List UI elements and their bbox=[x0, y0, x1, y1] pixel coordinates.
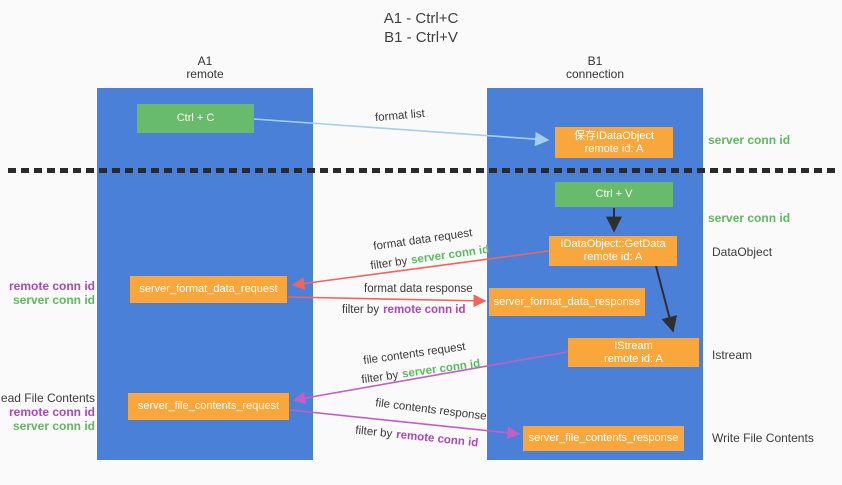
filter-by-text-1: filter by bbox=[369, 255, 409, 273]
node-ctrl-c: Ctrl + C bbox=[137, 104, 254, 133]
label-dataobject: DataObject bbox=[712, 245, 773, 259]
phase-separator-dotted-line bbox=[8, 168, 836, 173]
node-server-file-contents-response-label: server_file_contents_response bbox=[528, 432, 679, 444]
lane-b1-title: B1 bbox=[587, 54, 603, 68]
diagram-title-line1: A1 - Ctrl+C bbox=[383, 10, 459, 27]
filter-by-text-3: filter by bbox=[360, 369, 400, 387]
node-ctrl-v: Ctrl + V bbox=[555, 182, 673, 207]
lane-b1-subtitle: connection bbox=[565, 67, 625, 81]
filter-by-text-2: filter by bbox=[342, 304, 380, 316]
label-write-file-contents: Write File Contents bbox=[712, 431, 814, 445]
node-idataobject-getdata: IDataObject::GetData remote id: A bbox=[549, 236, 677, 266]
node-server-file-contents-request-label: server_file_contents_request bbox=[137, 400, 280, 412]
node-server-format-data-response: server_format_data_response bbox=[489, 288, 645, 316]
remote-conn-id-text-1: remote conn id bbox=[383, 304, 466, 316]
node-idataobject-getdata-line1: IDataObject::GetData bbox=[560, 238, 666, 250]
label-read-file-contents: Read File Contents bbox=[0, 391, 95, 405]
lane-header-b1: B1 connection bbox=[487, 55, 703, 81]
node-ctrl-v-label: Ctrl + V bbox=[595, 188, 633, 200]
server-conn-id-text-1: server conn id bbox=[410, 243, 490, 267]
label-remote-conn-id-left-bottom: remote conn id bbox=[8, 405, 95, 419]
diagram-title-line2: B1 - Ctrl+V bbox=[384, 29, 458, 46]
node-istream-line1: IStream bbox=[614, 339, 653, 352]
label-istream: Istream bbox=[712, 348, 753, 362]
node-istream-line2: remote id: A bbox=[604, 352, 663, 365]
node-save-idataobject: 保存IDataObject remote id: A bbox=[555, 127, 673, 158]
node-server-format-data-response-label: server_format_data_response bbox=[493, 295, 641, 308]
flow-label-file-contents-response: file contents response bbox=[374, 397, 488, 423]
label-server-conn-id-left-top: server conn id bbox=[12, 293, 95, 307]
filter-by-text-4: filter by bbox=[354, 424, 393, 441]
node-idataobject-getdata-line2: remote id: A bbox=[583, 251, 643, 263]
lane-header-a1: A1 remote bbox=[97, 55, 313, 81]
node-server-format-data-request-label: server_format_data_request bbox=[139, 283, 278, 295]
server-conn-id-text-2: server conn id bbox=[401, 357, 481, 381]
remote-conn-id-text-2: remote conn id bbox=[395, 428, 479, 450]
flow-label-format-list: format list bbox=[374, 107, 426, 125]
node-server-format-data-request: server_format_data_request bbox=[130, 276, 287, 303]
node-save-idataobject-line2: remote id: A bbox=[584, 142, 644, 155]
flow-label-format-data-response: format data response bbox=[364, 283, 473, 295]
lane-a1-subtitle: remote bbox=[186, 67, 224, 81]
diagram-title: A1 - Ctrl+C B1 - Ctrl+V bbox=[0, 9, 842, 47]
node-server-file-contents-request: server_file_contents_request bbox=[128, 393, 289, 420]
node-ctrl-c-label: Ctrl + C bbox=[176, 112, 215, 124]
label-remote-conn-id-left-top: remote conn id bbox=[8, 279, 95, 293]
node-save-idataobject-line1: 保存IDataObject bbox=[573, 129, 655, 142]
node-server-file-contents-response: server_file_contents_response bbox=[523, 426, 684, 451]
node-istream: IStream remote id: A bbox=[568, 338, 699, 367]
lane-a1-title: A1 bbox=[197, 54, 213, 68]
label-stack-conn-ids-top: remote conn id server conn id bbox=[9, 279, 95, 307]
label-server-conn-id-right-top: server conn id bbox=[708, 133, 791, 147]
label-server-conn-id-right-mid: server conn id bbox=[708, 211, 791, 225]
arrow-format-data-response bbox=[287, 294, 487, 308]
label-server-conn-id-left-bottom: server conn id bbox=[12, 419, 95, 433]
label-stack-read-file: Read File Contents remote conn id server… bbox=[0, 391, 95, 433]
